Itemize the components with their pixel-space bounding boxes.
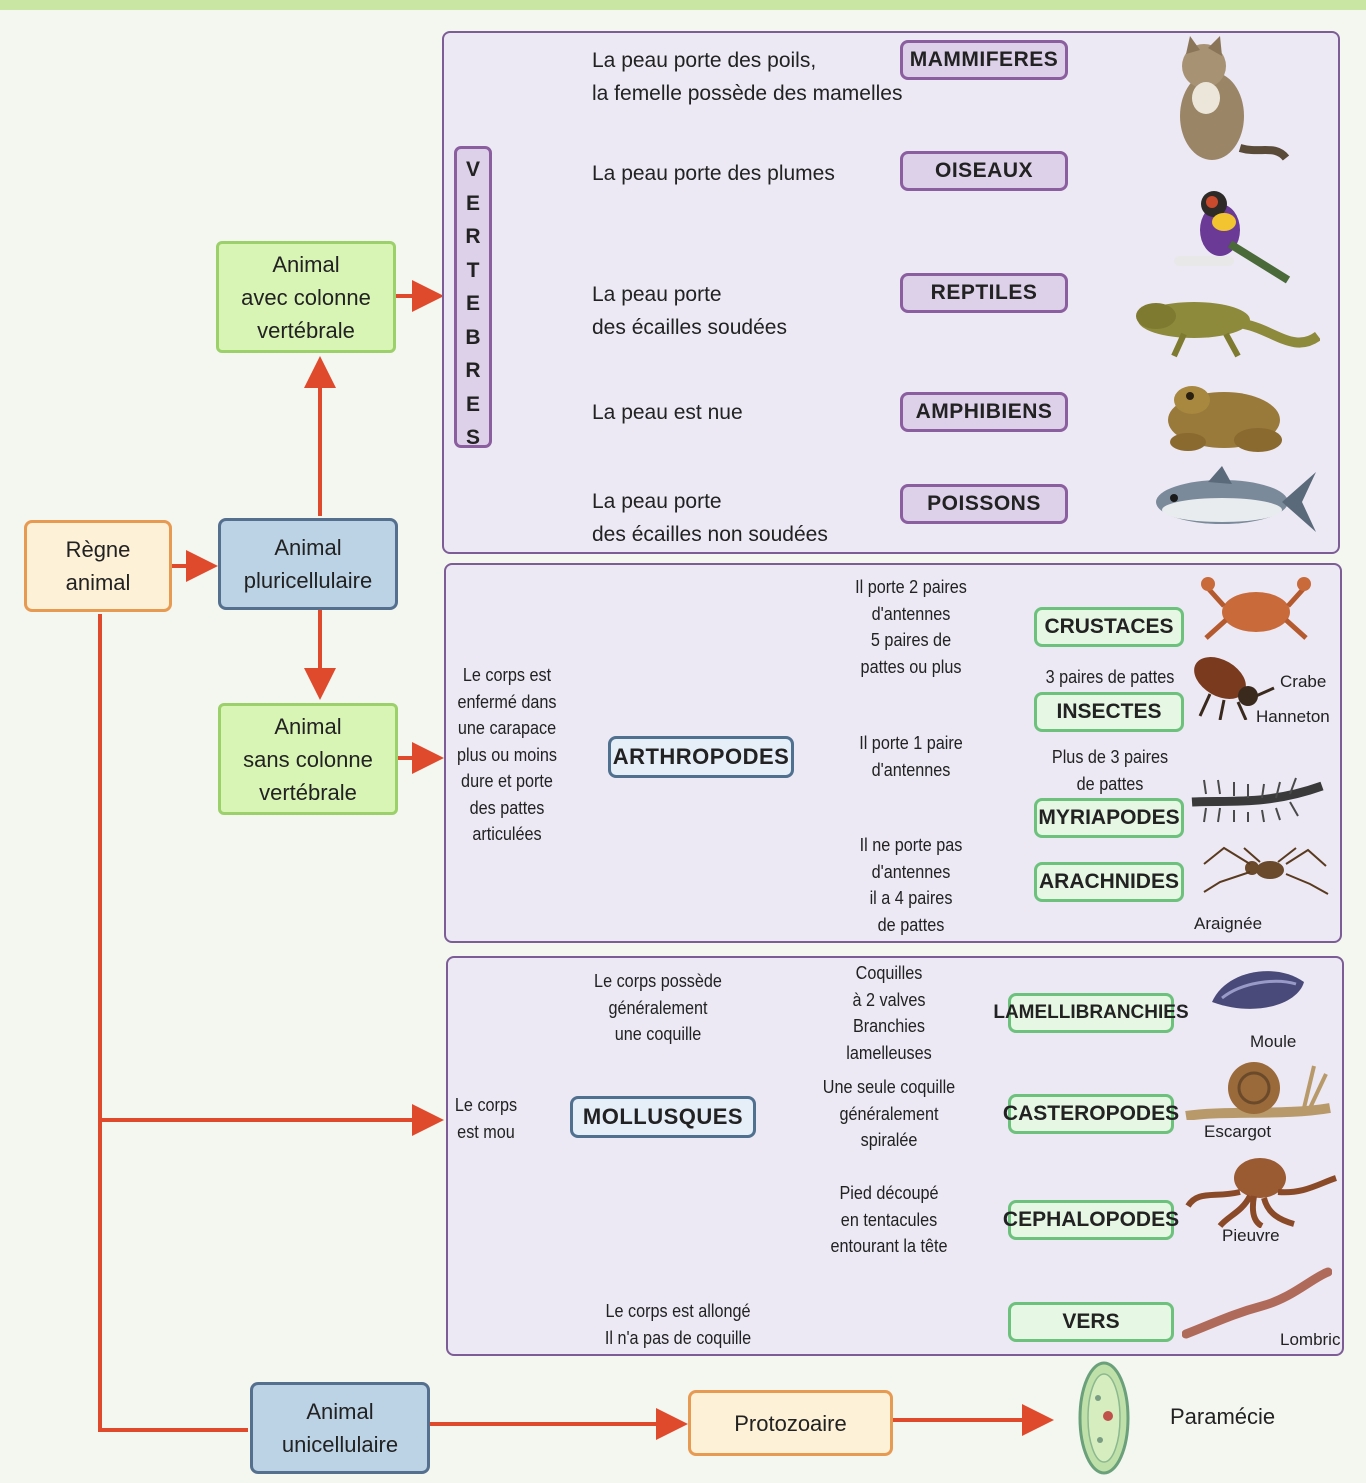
class-poissons: POISSONS (900, 484, 1068, 524)
paramecie-image (1078, 1361, 1130, 1475)
vertebres-letter: E (465, 392, 480, 416)
top-band (0, 0, 1366, 10)
crit-myriapodes: Plus de 3 paires de pattes (1051, 747, 1169, 794)
paramecie-label: Paramécie (1170, 1404, 1276, 1429)
protozoaire-label: Protozoaire (734, 1410, 847, 1436)
unicellulaire-label: Animal unicellulaire (281, 1399, 399, 1457)
crit-crustaces: Il porte 2 paires d'antennes 5 paires de… (855, 577, 967, 677)
label-pieuvre: Pieuvre (1222, 1226, 1280, 1245)
vertebres-letter: E (465, 292, 480, 315)
bird-image (1174, 191, 1291, 284)
regne-animal-label: Règne animal (65, 537, 131, 595)
fish-image (1156, 466, 1316, 532)
class-vers: VERS (1008, 1302, 1174, 1342)
regne-animal-box: Règne animal (24, 520, 172, 612)
class-arachnides: ARACHNIDES (1034, 862, 1184, 902)
sans-colonne-box: Animal sans colonne vertébrale (218, 703, 398, 815)
crit-casteropodes: Une seule coquille généralement spiralée (822, 1077, 956, 1150)
vertebres-letter: R (465, 359, 481, 382)
pluricellulaire-label: Animal pluricellulaire (243, 535, 373, 593)
class-myriapodes: MYRIAPODES (1034, 798, 1184, 838)
class-casteropodes: CASTEROPODES (1003, 1094, 1179, 1134)
crit-poissons: La peau porte des écailles non soudées (592, 490, 828, 546)
class-lamellibranchies: LAMELLIBRANCHIES (993, 993, 1189, 1033)
class-mammiferes: MAMMIFERES (900, 40, 1068, 80)
avec-colonne-label: Animal avec colonne vertébrale (241, 251, 371, 343)
lizard-image (1136, 302, 1320, 358)
label-lombric: Lombric (1280, 1330, 1341, 1349)
earthworm-image (1182, 1267, 1332, 1339)
unicellulaire-box: Animal unicellulaire (250, 1382, 430, 1474)
label-araignee: Araignée (1194, 914, 1263, 933)
snail-image (1185, 1062, 1331, 1120)
class-crustaces: CRUSTACES (1034, 607, 1184, 647)
mollusques-description: Le corps est mou (454, 1095, 518, 1142)
vertebres-letter: B (465, 325, 481, 349)
crit-vers: Le corps est allongé Il n'a pas de coqui… (604, 1301, 752, 1348)
class-cephalopodes: CEPHALOPODES (1003, 1200, 1179, 1240)
mollusques-panel (446, 956, 1344, 1356)
spider-image (1203, 846, 1329, 895)
class-reptiles: REPTILES (900, 273, 1068, 313)
arthropodes-panel (444, 563, 1342, 943)
avec-colonne-box: Animal avec colonne vertébrale (216, 241, 396, 353)
class-oiseaux: OISEAUX (900, 151, 1068, 191)
sans-colonne-label: Animal sans colonne vertébrale (243, 713, 373, 805)
label-crabe: Crabe (1280, 672, 1327, 691)
mussel-image (1212, 971, 1304, 1009)
class-mollusques: MOLLUSQUES (570, 1096, 756, 1138)
crit-mammiferes: La peau porte des poils, la femelle poss… (592, 49, 903, 105)
label-escargot: Escargot (1204, 1122, 1272, 1141)
protozoaire-box: Protozoaire (688, 1390, 893, 1456)
class-amphibiens: AMPHIBIENS (900, 392, 1068, 432)
class-insectes: INSECTES (1034, 692, 1184, 732)
vertebres-letter: T (466, 258, 480, 282)
crit-arachnides: Il ne porte pas d'antennes il a 4 paires… (859, 835, 963, 935)
octopus-image (1185, 1158, 1337, 1228)
label-hanneton: Hanneton (1256, 707, 1330, 726)
crit-cephalopodes: Pied découpé en tentacules entourant la … (830, 1183, 948, 1256)
cat-image (1180, 36, 1290, 161)
beetle-image (1194, 657, 1275, 720)
crit-amphibiens: La peau est nue (592, 401, 743, 424)
crit-lamellibranchies: Coquilles à 2 valves Branchies lamelleus… (846, 963, 932, 1063)
vertebres-letter: V (465, 158, 480, 181)
toad-image (1168, 386, 1282, 452)
vertebres-letter: R (465, 225, 481, 248)
crit-reptiles: La peau porte des écailles soudées (592, 283, 787, 339)
crit-oiseaux: La peau porte des plumes (592, 162, 835, 185)
vertebres-letter: E (465, 191, 480, 215)
label-moule: Moule (1250, 1032, 1297, 1051)
crit-insectes: 3 paires de pattes (1045, 667, 1175, 687)
pluricellulaire-box: Animal pluricellulaire (218, 518, 398, 610)
crit-une-paire-antennes: Il porte 1 paire d'antennes (859, 733, 963, 780)
vertebres-letter: S (465, 426, 480, 449)
class-arthropodes: ARTHROPODES (608, 736, 794, 778)
crab-image (1201, 577, 1311, 640)
arthropodes-description: Le corps est enfermé dans une carapace p… (457, 665, 557, 844)
crit-coquille: Le corps possède généralement une coquil… (594, 971, 722, 1044)
centipede-image (1191, 777, 1324, 823)
